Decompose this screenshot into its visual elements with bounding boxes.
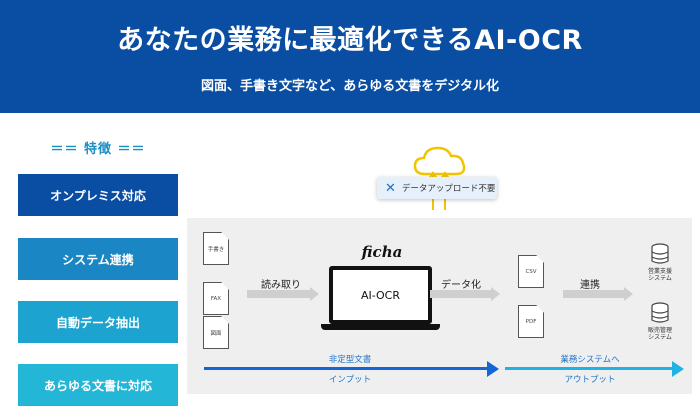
input-doc-drawing: 図面 (203, 316, 229, 349)
feature-auto-extraction[interactable]: 自動データ抽出 (18, 301, 178, 343)
cloud-upload-icon (411, 140, 471, 212)
flow-left-bottom-label: インプット (328, 375, 372, 385)
feature-on-premise[interactable]: オンプレミス対応 (18, 174, 178, 216)
data-arrow (430, 287, 500, 301)
output-flow-arrowhead (672, 361, 684, 377)
output-doc-pdf: PDF (518, 305, 544, 338)
no-upload-badge: ✕ データアップロード不要 (377, 177, 497, 199)
system-label-sales-mgmt: 販売管理システム (647, 327, 672, 342)
feature-any-document[interactable]: あらゆる文書に対応 (18, 364, 178, 406)
features-heading: ＝＝ 特徴 ＝＝ (50, 142, 146, 157)
flow-right-bottom-label: アウトプット (564, 375, 616, 385)
output-flow-arrow (505, 367, 673, 370)
input-doc-fax: FAX (203, 282, 229, 315)
step-data-label: データ化 (441, 280, 481, 291)
flow-right-top-label: 業務システムへ (560, 355, 620, 365)
engine-label: AI-OCR (360, 288, 401, 302)
hero-header: あなたの業務に最適化できるAI-OCR 図面、手書き文字など、あらゆる文書をデジ… (0, 0, 700, 113)
link-arrow (563, 287, 633, 301)
input-doc-handwritten: 手書き (203, 232, 229, 265)
database-icon (650, 243, 670, 265)
input-flow-arrowhead (487, 361, 499, 377)
step-read-label: 読み取り (261, 280, 301, 291)
flow-left-top-label: 非定型文書 (328, 355, 372, 365)
output-doc-csv: CSV (518, 255, 544, 288)
workflow-diagram-panel (187, 218, 692, 394)
feature-system-integration[interactable]: システム連携 (18, 238, 178, 280)
page-title: あなたの業務に最適化できるAI-OCR (117, 25, 583, 56)
no-upload-label: データアップロード不要 (401, 184, 496, 194)
laptop-base (321, 324, 440, 330)
cross-icon: ✕ (385, 180, 396, 196)
laptop-icon: AI-OCR (329, 266, 432, 324)
ficha-logo: ficha (361, 243, 403, 261)
step-link-label: 連携 (580, 280, 600, 291)
page-subtitle: 図面、手書き文字など、あらゆる文書をデジタル化 (200, 79, 500, 94)
system-label-sales: 営業支援システム (647, 268, 672, 283)
input-flow-arrow (204, 367, 488, 370)
database-icon (650, 302, 670, 324)
read-arrow (247, 287, 319, 301)
